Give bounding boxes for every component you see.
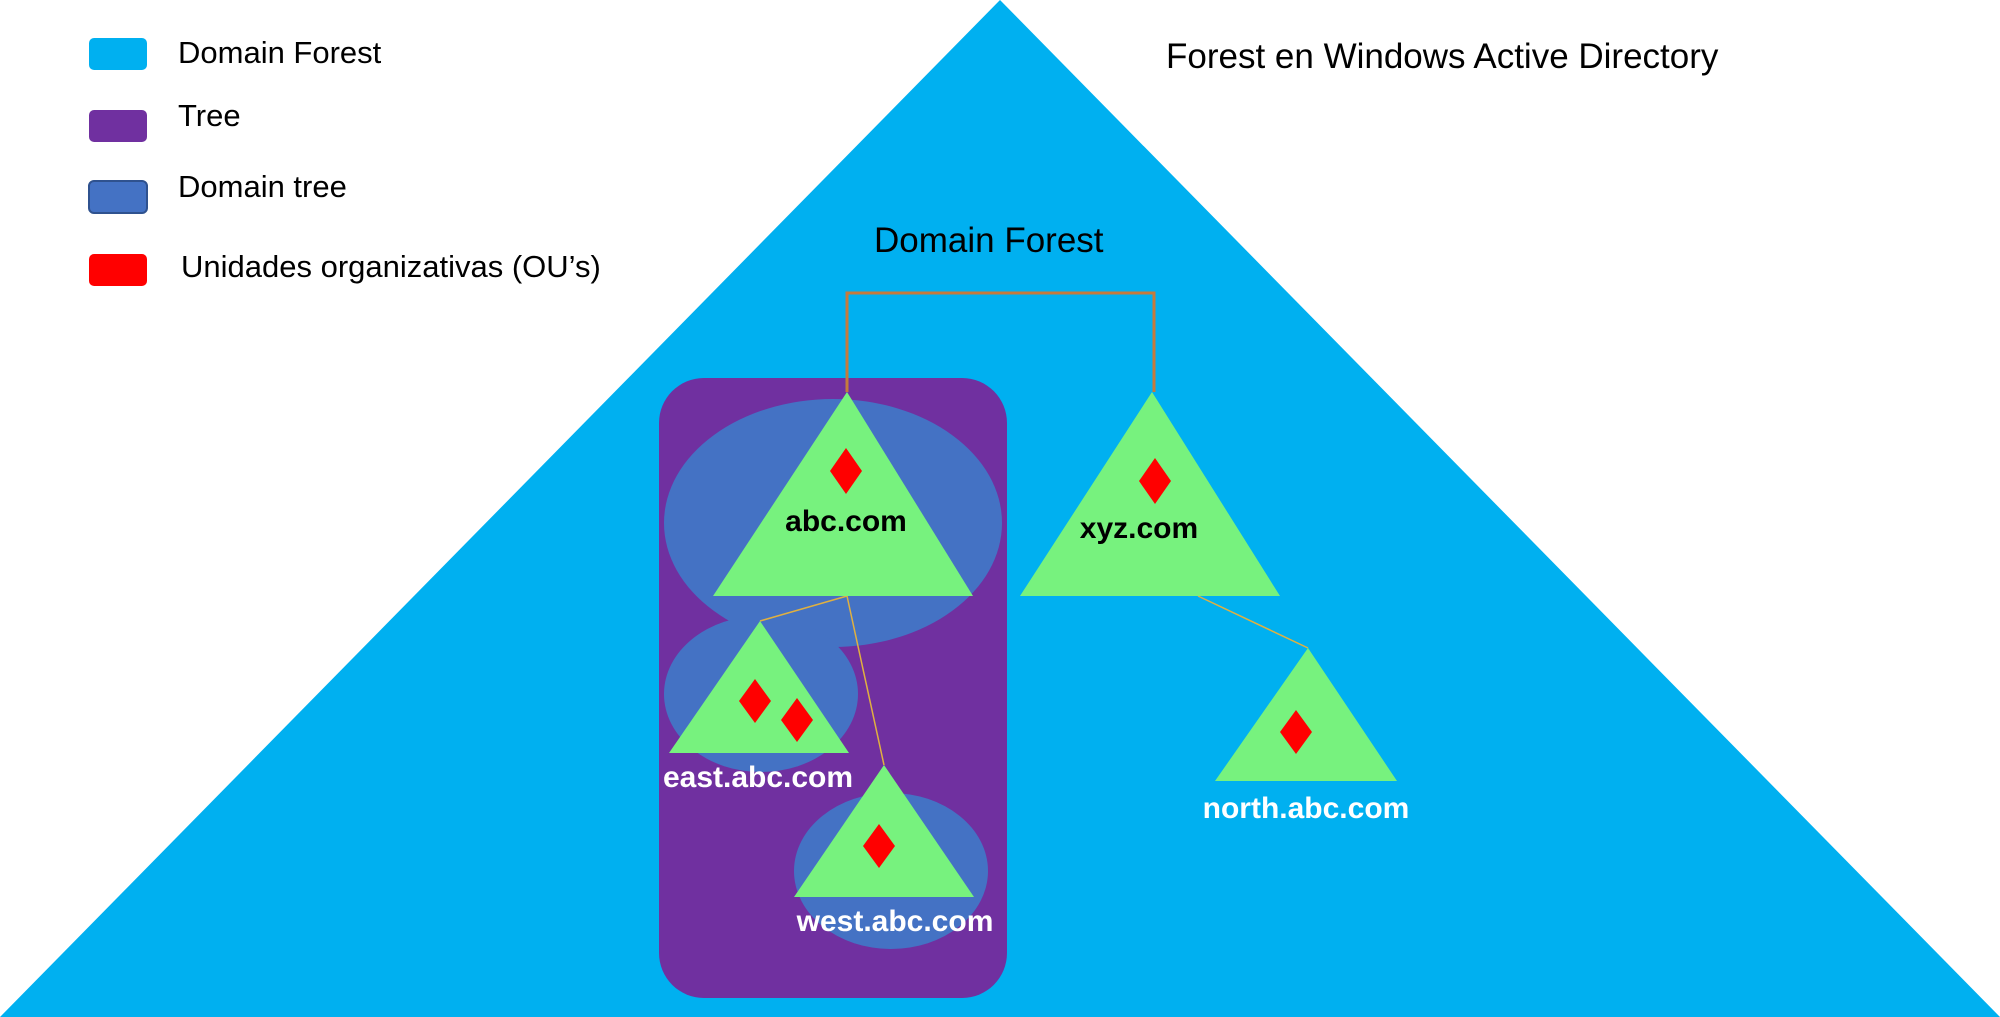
legend-swatch-domain-forest (89, 38, 147, 70)
domain-triangle-north (1215, 648, 1397, 781)
diagram-title: Forest en Windows Active Directory (1166, 37, 1719, 76)
ou-diamond-xyz (1139, 458, 1171, 504)
domain-label-east: east.abc.com (663, 761, 853, 794)
ou-diamond-abc (830, 448, 862, 494)
domain-label-west: west.abc.com (796, 905, 994, 938)
legend-swatch-ou (89, 254, 147, 286)
domain-label-abc: abc.com (785, 505, 907, 538)
forest-trust-link (845, 291, 1156, 392)
link-xyz-north (1197, 595, 1309, 649)
legend-label-domain-tree: Domain tree (178, 169, 347, 204)
legend-label-tree: Tree (178, 98, 241, 133)
domain-label-north: north.abc.com (1203, 792, 1410, 825)
domain-label-xyz: xyz.com (1080, 512, 1198, 545)
ou-diamond-east-2 (781, 698, 813, 742)
domain-triangle-abc (713, 392, 973, 596)
link-abc-west (846, 595, 885, 766)
link-abc-east (759, 595, 848, 622)
ou-diamond-north (1280, 710, 1312, 754)
ou-diamond-west (863, 824, 895, 868)
legend: Domain Forest Tree Domain tree Unidades … (88, 35, 601, 286)
legend-swatch-domain-tree (88, 180, 148, 214)
legend-label-ou: Unidades organizativas (OU’s) (181, 249, 601, 284)
legend-swatch-tree (89, 110, 147, 142)
legend-label-domain-forest: Domain Forest (178, 35, 382, 70)
ou-diamond-east-1 (739, 679, 771, 723)
domain-forest-label: Domain Forest (874, 221, 1104, 260)
